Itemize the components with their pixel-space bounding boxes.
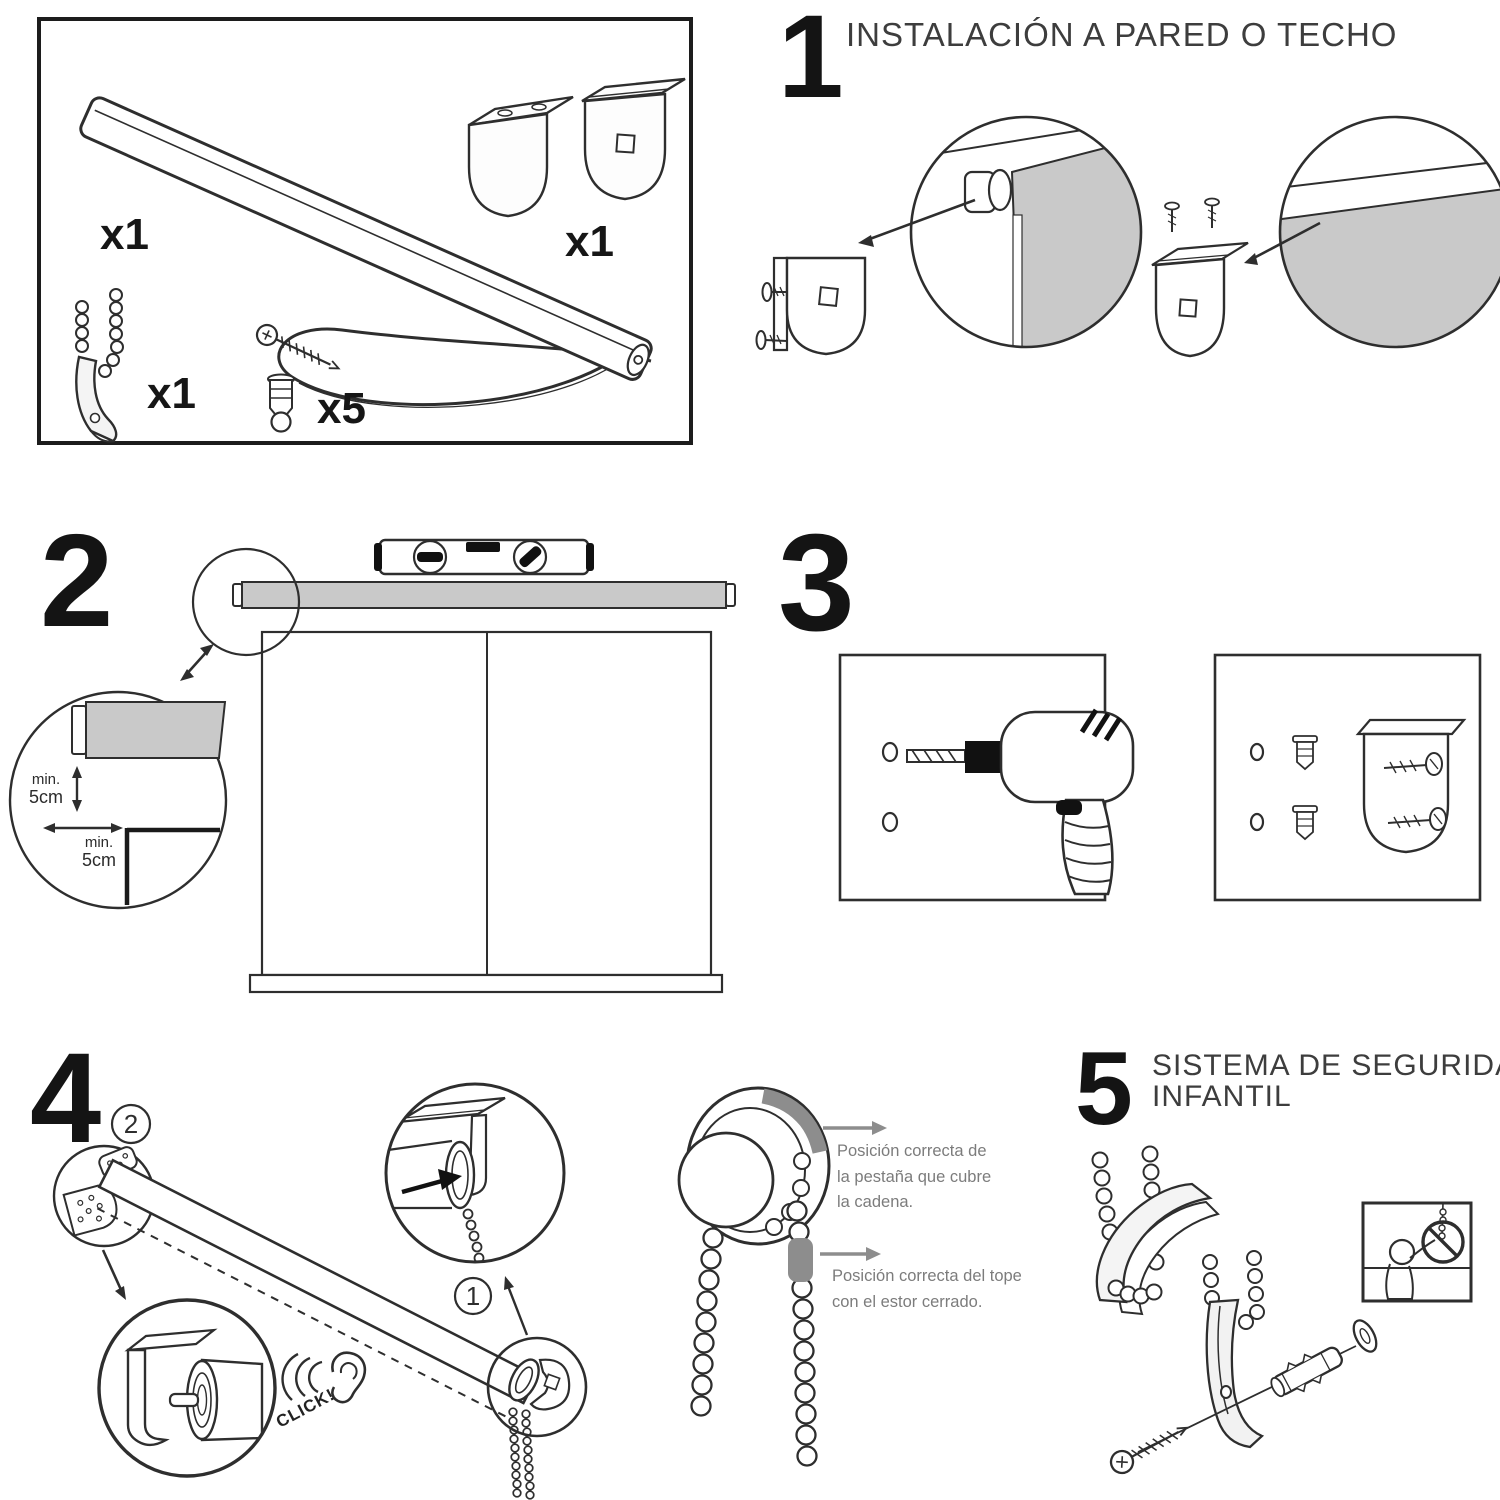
cm-label-horizontal: 5cm <box>82 850 116 870</box>
arrow-plates-to-click <box>101 1249 124 1293</box>
step1-title: INSTALACIÓN A PARED O TECHO <box>846 16 1398 53</box>
chain-stop <box>788 1238 813 1282</box>
drill-icon <box>906 708 1135 896</box>
wall-bracket-screws-icon <box>755 256 867 356</box>
safety-clip-a <box>1091 1145 1220 1316</box>
step3-number: 3 <box>778 506 855 660</box>
flap-note-line2: la pestaña que cubre <box>837 1167 992 1186</box>
pin-end-click-detail <box>99 1300 275 1476</box>
roller-tube-top <box>232 581 736 609</box>
tube-end-callout-circle <box>191 547 301 657</box>
flap-note: Posición correcta de la pestaña que cubr… <box>837 1139 991 1216</box>
arrow-to-wall-bracket <box>866 198 976 242</box>
stop-arrow <box>820 1247 881 1261</box>
roller-tube-icon <box>79 96 653 408</box>
flap-note-line1: Posición correcta de <box>837 1142 987 1160</box>
step1-illustration <box>755 115 1500 358</box>
stop-note-line2: con el estor cerrado. <box>832 1292 983 1311</box>
hook-callout-circle <box>486 1336 588 1438</box>
flap-note-line3: la cadena. <box>837 1193 914 1211</box>
ceiling-mount-detail <box>1243 117 1500 347</box>
safety-clip-icon <box>75 288 124 443</box>
ceiling-bracket-screws-icon <box>1151 197 1249 358</box>
prohibition-circle <box>1421 1220 1465 1264</box>
spirit-level-icon <box>374 538 594 576</box>
marker-2-circle <box>110 1103 152 1145</box>
screws-qty-label: x5 <box>317 384 366 433</box>
min-distance-detail: min. 5cm min. 5cm <box>29 701 227 905</box>
click-label: CLICK! <box>273 1385 338 1432</box>
chain-mechanism-icon <box>677 1086 831 1467</box>
cm-label-vertical: 5cm <box>29 787 63 807</box>
flap-arrow <box>823 1121 887 1135</box>
parts-box-illustration: x1 x1 x1 x5 <box>37 17 693 445</box>
child-warning-icon <box>1361 1201 1473 1303</box>
step4-number: 4 <box>30 1027 101 1170</box>
step5-title: SISTEMA DE SEGURIDAD INFANTIL <box>1152 1050 1500 1112</box>
double-arrow <box>180 644 214 681</box>
min-label-horizontal: min. <box>85 834 113 851</box>
screw-icon <box>255 323 341 370</box>
bracket-qty-label: x1 <box>565 217 614 266</box>
insert-direction-arrow <box>438 1169 462 1190</box>
step1-number: 1 <box>778 0 844 123</box>
chain-end-hook-detail <box>508 1358 571 1500</box>
step5-title-line1: SISTEMA DE SEGURIDAD <box>1152 1049 1500 1082</box>
chain-right-strand <box>786 1200 818 1467</box>
chain-cover-flap <box>761 1088 828 1154</box>
step2-illustration: min. 5cm min. 5cm <box>8 538 736 994</box>
sound-waves-icon <box>281 1352 323 1401</box>
step5-illustration <box>1091 1145 1473 1475</box>
roller-qty-label: x1 <box>100 210 149 259</box>
stop-note-line1: Posición correcta del tope <box>832 1267 1022 1285</box>
ear-icon <box>331 1351 367 1404</box>
safety-clip-b <box>1202 1250 1265 1449</box>
marker-1-number: 1 <box>466 1281 480 1311</box>
min-label-vertical: min. <box>32 771 60 788</box>
step3-illustration <box>838 653 1482 902</box>
click-sound-group: CLICK! <box>273 1351 367 1432</box>
clip-qty-label: x1 <box>147 369 196 418</box>
click-callout-circle <box>97 1298 277 1478</box>
step4-illustration: 2 <box>52 1082 588 1500</box>
bracket-with-screws-icon <box>1355 718 1467 854</box>
chain-end-callout-circle <box>384 1082 566 1264</box>
marker-1-circle <box>453 1276 493 1316</box>
wall-plug-icon <box>267 373 295 433</box>
arrow-to-chain-callout <box>506 1285 529 1336</box>
chain-end-insert-detail <box>386 1084 564 1262</box>
marker-2-number: 2 <box>124 1109 138 1139</box>
step5-number: 5 <box>1075 1031 1133 1147</box>
step2-number: 2 <box>40 507 113 654</box>
wall-plugs-pair-icon <box>1292 735 1318 841</box>
window-drawing <box>248 630 724 994</box>
ceiling-bracket-icon <box>581 77 686 201</box>
wall-plug-diagonal-icon <box>1270 1346 1343 1398</box>
stop-note: Posición correcta del tope con el estor … <box>832 1264 1022 1315</box>
chain-mechanism-detail <box>677 1086 887 1467</box>
long-screw-icon <box>1109 1426 1189 1475</box>
arrow-to-ceiling-bracket <box>1251 221 1321 261</box>
wall-mount-detail <box>911 117 1141 347</box>
step5-title-line2: INFANTIL <box>1152 1080 1292 1113</box>
ceiling-tab <box>1243 178 1259 234</box>
chain-left-strand <box>690 1227 724 1417</box>
wall-bracket-icon <box>467 95 574 218</box>
